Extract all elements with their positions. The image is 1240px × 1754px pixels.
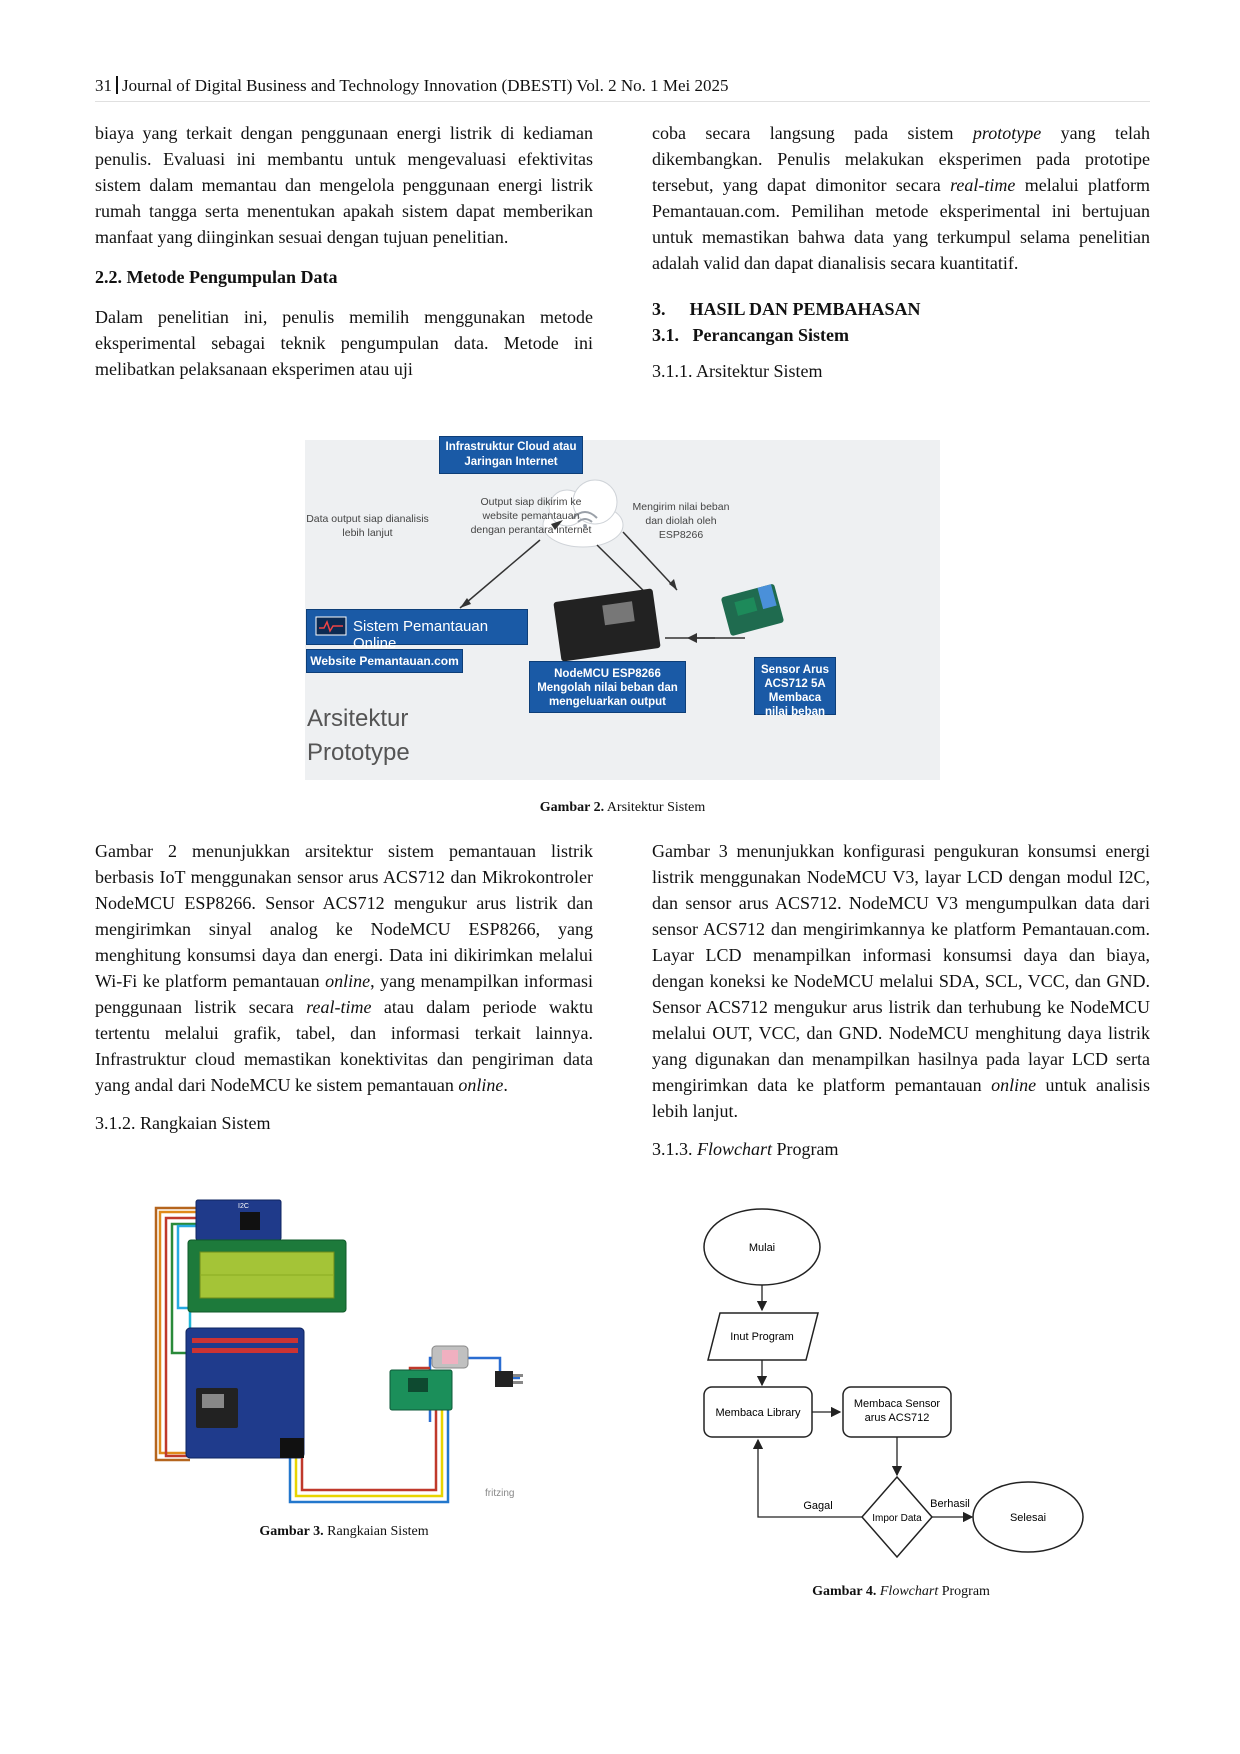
architecture-diagram: [459, 479, 784, 662]
read-sensor-label-1: Membaca Sensor: [854, 1398, 941, 1410]
read-sensor-label-2: arus ACS712: [865, 1412, 930, 1424]
end-label: Selesai: [1010, 1512, 1046, 1524]
running-header: 31 Journal of Digital Business and Techno…: [95, 76, 1150, 102]
monitor-system-box: Sistem Pemantauan Online: [307, 610, 527, 652]
paragraph: biaya yang terkait dengan penggunaan ene…: [95, 123, 593, 247]
subsubsection-heading: 3.1.1. Arsitektur Sistem: [652, 361, 823, 381]
diagram-title: Arsitektur Prototype: [307, 705, 410, 766]
subsubsection-heading: 3.1.3. Flowchart Program: [652, 1139, 839, 1159]
paragraph: Gambar 2 menunjukkan arsitektur sistem p…: [95, 841, 593, 1095]
flowchart-diagram: Mulai Inut Program Membaca Library Memba…: [703, 1208, 1084, 1559]
left-column-mid: Gambar 2 menunjukkan arsitektur sistem p…: [95, 838, 593, 1136]
arrow-heads: [460, 520, 697, 643]
website-box: Website Pemantauan.com: [307, 650, 462, 672]
arrow-label-middle: Output siap dikirim ke website pemantaua…: [470, 496, 592, 536]
decision-node: [861, 1475, 933, 1559]
start-label: Mulai: [749, 1242, 775, 1254]
nodemcu-board-icon: [553, 588, 661, 662]
paragraph: Dalam penelitian ini, penulis memilih me…: [95, 307, 593, 379]
decision-label: Impor Data: [872, 1513, 922, 1524]
journal-title: Journal of Digital Business and Technolo…: [122, 76, 729, 95]
figure-architecture: Infrastruktur Cloud atau Jaringan Intern…: [305, 437, 940, 780]
end-node: [972, 1481, 1084, 1553]
page-number: 31: [95, 76, 112, 95]
monitor-icon: [315, 616, 347, 636]
circuit-diagram: I2C fritzing: [154, 1199, 523, 1504]
arrow-label-left: Data output siap dianalisis lebih lanjut: [306, 513, 429, 539]
library-label: Membaca Library: [716, 1407, 801, 1419]
current-sensor-icon: [721, 584, 784, 636]
header-divider: [116, 76, 118, 94]
figure-3-caption: Gambar 3. Rangkaian Sistem: [259, 1524, 429, 1539]
fritzing-watermark: fritzing: [485, 1488, 514, 1499]
figure-circuit: I2C fritzing: [150, 1198, 540, 1510]
figure-4-caption: Gambar 4. Flowchart Program: [812, 1584, 990, 1599]
paragraph: Gambar 3 menunjukkan konfigurasi penguku…: [652, 841, 1150, 1121]
input-node: [707, 1312, 819, 1361]
paragraph: coba secara langsung pada sistem prototy…: [652, 123, 1150, 273]
fail-label: Gagal: [803, 1500, 832, 1512]
section-heading: 2.2. Metode Pengumpulan Data: [95, 267, 338, 287]
cloud-label-box: Infrastruktur Cloud atau Jaringan Intern…: [440, 437, 582, 473]
subsection-heading: 3.1. Perancangan Sistem: [652, 325, 849, 345]
cloud-icon: [542, 479, 624, 548]
input-label: Inut Program: [730, 1331, 794, 1343]
monitor-system-label: Sistem Pemantauan Online: [353, 618, 489, 652]
right-column-mid: Gambar 3 menunjukkan konfigurasi penguku…: [652, 838, 1150, 1162]
svg-text:I2C: I2C: [238, 1203, 249, 1210]
nodemcu-box: NodeMCU ESP8266 Mengolah nilai beban dan…: [530, 662, 685, 712]
power-plug-icon: [495, 1371, 523, 1387]
figure-flowchart: Mulai Inut Program Membaca Library Memba…: [700, 1205, 1110, 1580]
figure-2-caption: Gambar 2. Arsitektur Sistem: [539, 800, 706, 815]
subsubsection-heading: 3.1.2. Rangkaian Sistem: [95, 1113, 271, 1133]
left-column-top: biaya yang terkait dengan penggunaan ene…: [95, 120, 593, 382]
sensor-box: Sensor Arus ACS712 5A Membaca nilai beba…: [755, 658, 835, 718]
section-heading: 3.HASIL DAN PEMBAHASAN: [652, 299, 921, 319]
arrow-label-right: Mengirim nilai beban dan diolah oleh ESP…: [632, 501, 730, 541]
success-label: Berhasil: [930, 1498, 970, 1510]
header-pins: [192, 1338, 298, 1353]
right-column-top: coba secara langsung pada sistem prototy…: [652, 120, 1150, 384]
